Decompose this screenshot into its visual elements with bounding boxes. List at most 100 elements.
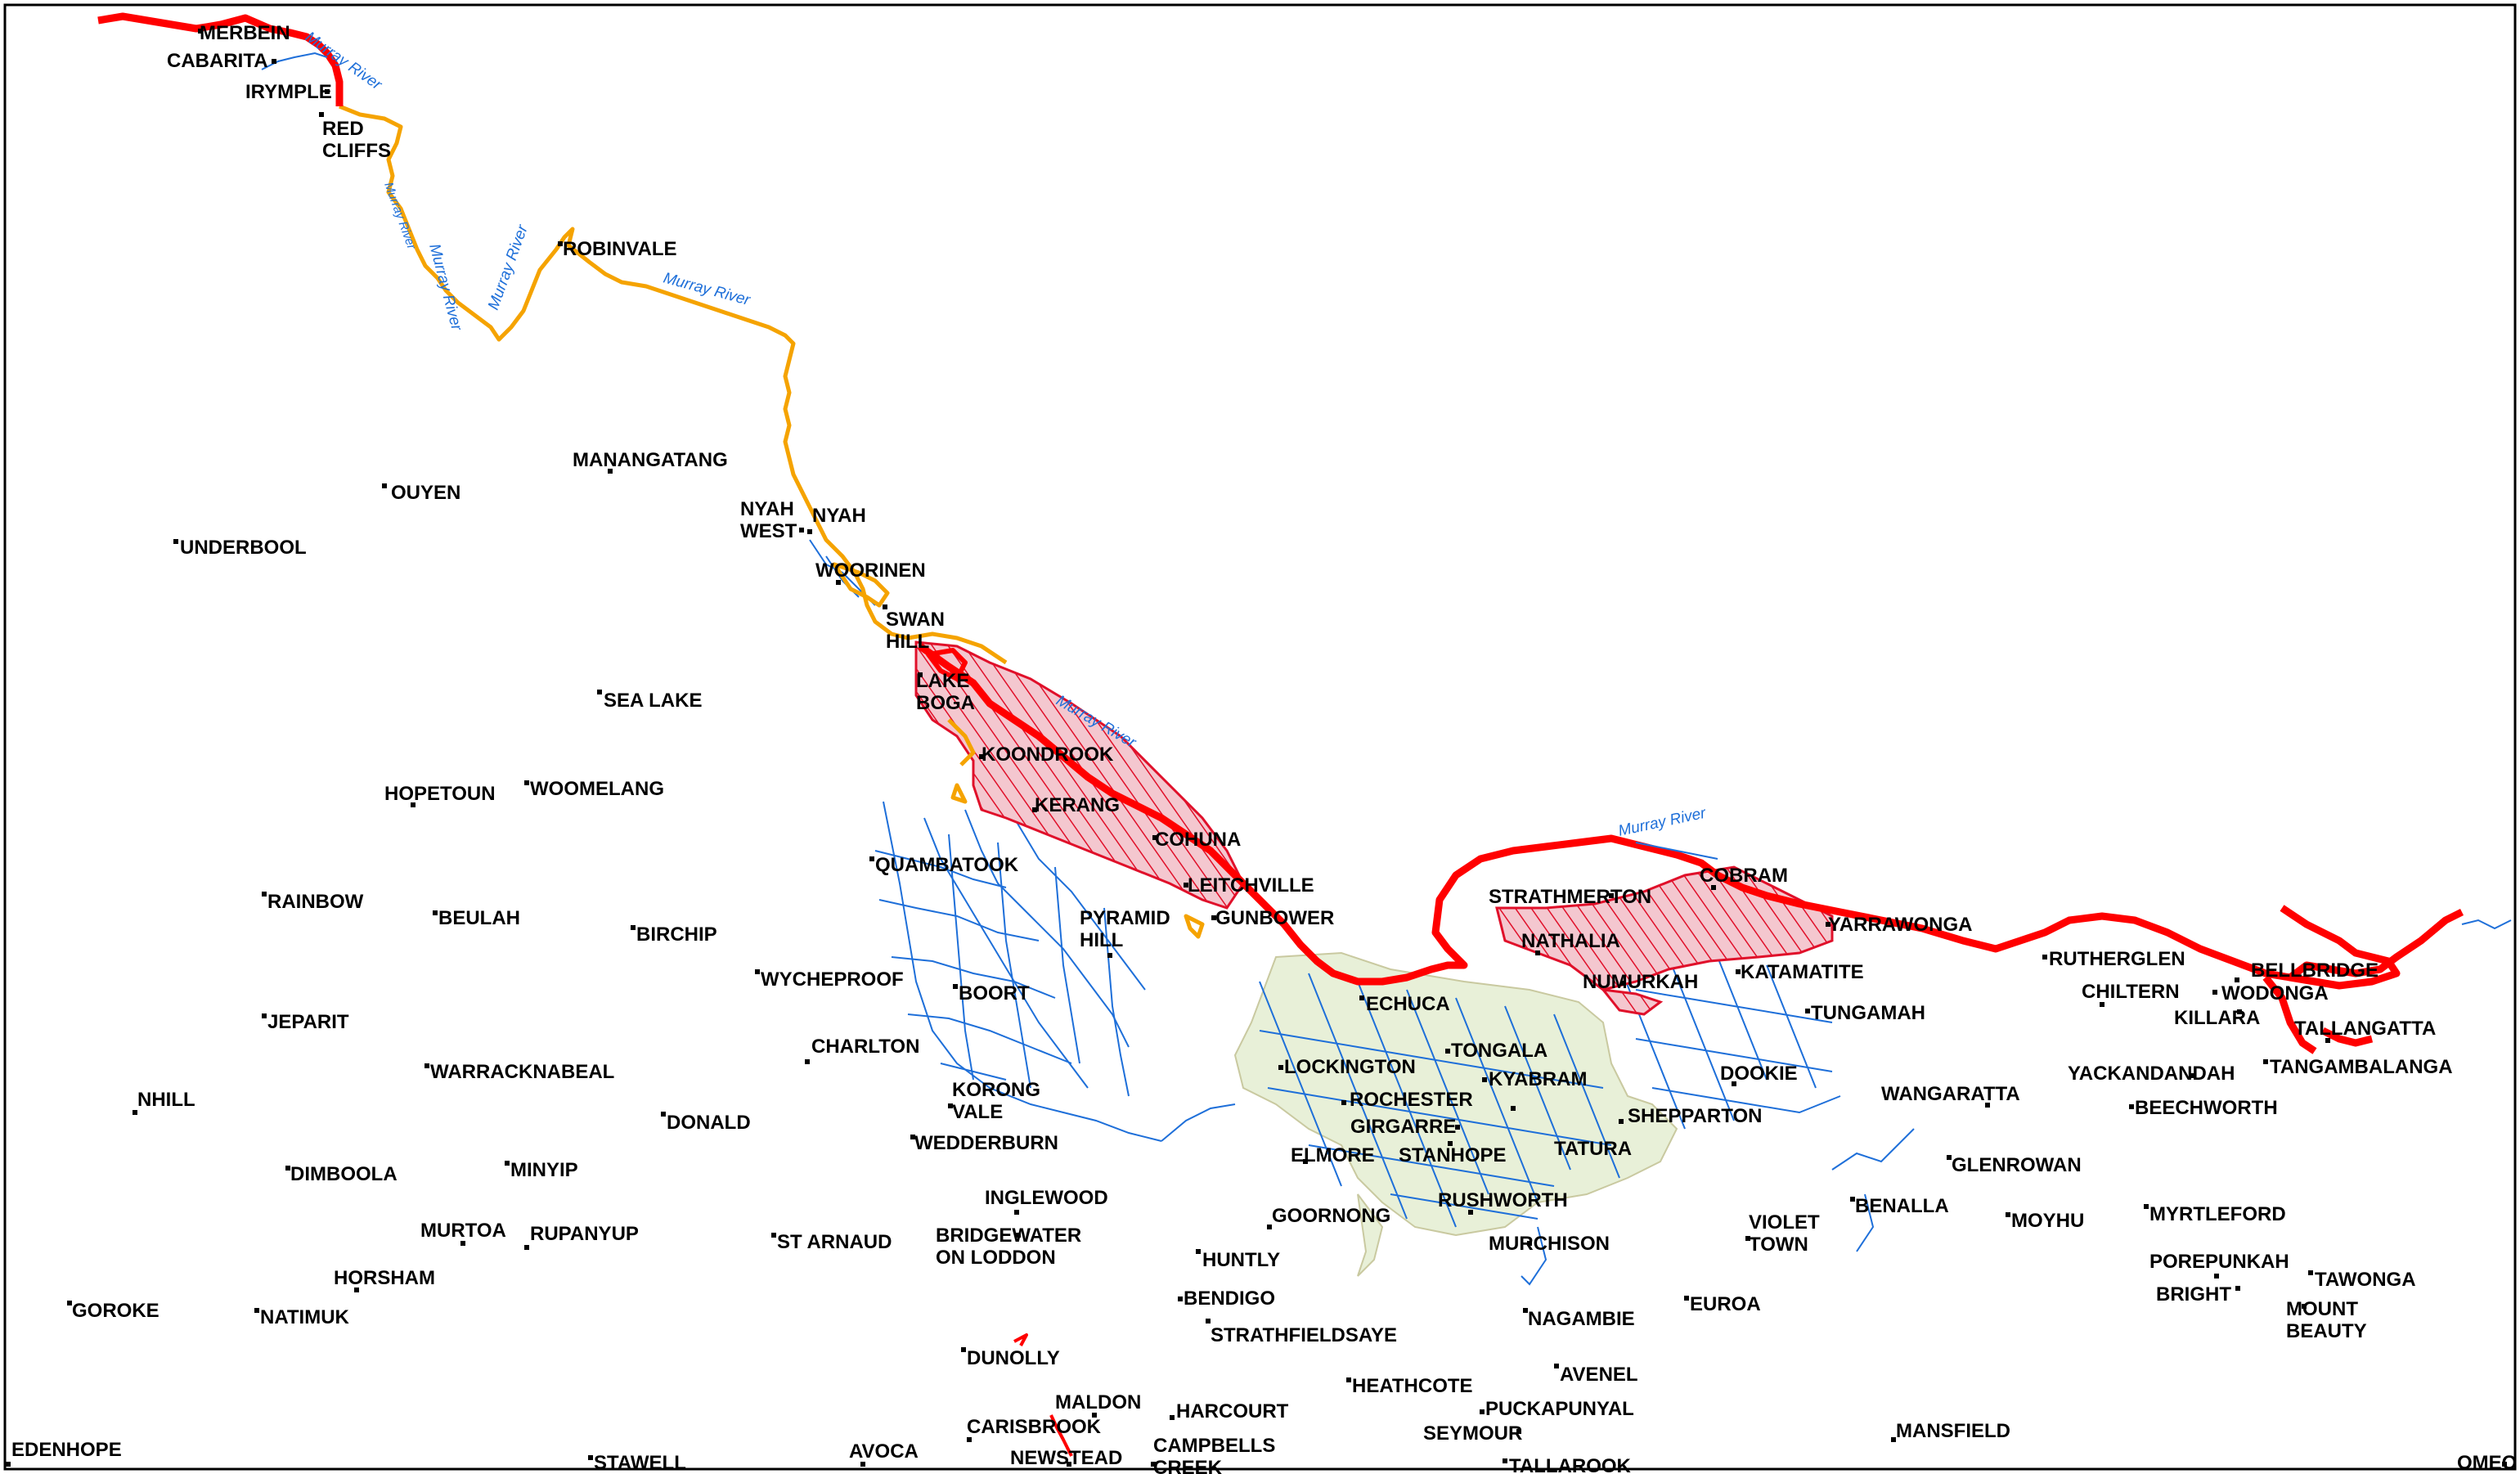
town-marker[interactable]: LEITCHVILLE — [1184, 874, 1314, 897]
town-marker[interactable]: BEULAH — [433, 907, 520, 929]
town-marker[interactable]: MURCHISON — [1489, 1233, 1610, 1255]
town-marker[interactable]: STAWELL — [588, 1452, 686, 1474]
town-marker[interactable]: GOORNONG — [1267, 1205, 1390, 1229]
town-marker[interactable]: MURTOA — [420, 1220, 506, 1246]
town-marker[interactable]: OUYEN — [382, 482, 460, 504]
town-marker[interactable]: COHUNA — [1152, 829, 1241, 851]
town-marker[interactable]: TUNGAMAH — [1805, 1002, 1925, 1024]
town-marker[interactable]: OMEO — [2457, 1452, 2517, 1474]
town-marker[interactable]: NATIMUK — [254, 1306, 350, 1328]
town-marker[interactable]: DIMBOOLA — [285, 1163, 398, 1185]
town-marker[interactable]: TALLANGATTA — [2294, 1018, 2436, 1043]
town-marker[interactable]: KILLARA — [2174, 1007, 2260, 1029]
town-marker[interactable]: TALLAROOK — [1503, 1455, 1632, 1474]
town-marker[interactable]: TONGALA — [1445, 1040, 1547, 1062]
town-marker[interactable]: TAWONGA — [2308, 1269, 2416, 1291]
town-marker[interactable]: NATHALIA — [1521, 930, 1620, 955]
town-marker[interactable]: STRATHMERTON — [1489, 886, 1651, 908]
town-marker[interactable]: RUTHERGLEN — [2042, 948, 2185, 970]
town-marker[interactable]: WARRACKNABEAL — [424, 1061, 614, 1083]
town-marker[interactable]: BEECHWORTH — [2129, 1097, 2278, 1119]
town-marker[interactable]: GIRGARRE — [1350, 1116, 1460, 1138]
town-marker[interactable]: CHARLTON — [805, 1036, 919, 1064]
town-marker[interactable]: TANGAMBALANGA — [2263, 1056, 2453, 1078]
town-marker[interactable]: WEDDERBURN — [910, 1132, 1058, 1154]
town-marker[interactable]: ELMORE — [1291, 1144, 1375, 1166]
town-marker[interactable]: KERANG — [1032, 794, 1120, 816]
town-marker[interactable]: DOOKIE — [1720, 1063, 1798, 1086]
town-marker[interactable]: CABARITA — [167, 50, 276, 72]
town-marker[interactable]: WANGARATTA — [1881, 1083, 2020, 1108]
town-marker[interactable]: GLENROWAN — [1947, 1154, 2082, 1176]
town-marker[interactable]: NHILL — [133, 1089, 195, 1115]
town-marker[interactable]: HARCOURT — [1170, 1400, 1289, 1422]
town-marker[interactable]: NAGAMBIE — [1523, 1308, 1635, 1330]
town-marker[interactable]: BIRCHIP — [631, 923, 717, 946]
town-marker[interactable]: RUSHWORTH — [1438, 1189, 1568, 1215]
town-marker[interactable]: NYAH — [807, 505, 866, 534]
town-marker[interactable]: ROCHESTER — [1341, 1089, 1473, 1111]
town-marker[interactable]: WOOMELANG — [524, 778, 664, 800]
town-marker[interactable]: NUMURKAH — [1583, 971, 1698, 993]
town-marker[interactable]: LOCKINGTON — [1278, 1056, 1416, 1078]
town-marker[interactable]: HORSHAM — [334, 1267, 435, 1292]
town-marker[interactable]: ECHUCA — [1359, 993, 1450, 1015]
town-marker[interactable]: MALDON — [1055, 1391, 1141, 1418]
town-marker[interactable]: JEPARIT — [262, 1011, 349, 1033]
town-marker[interactable]: SEA LAKE — [597, 690, 702, 712]
town-marker[interactable]: KYABRAM — [1482, 1068, 1587, 1090]
town-marker[interactable]: CHILTERN — [2082, 981, 2180, 1007]
town-marker[interactable]: HUNTLY — [1196, 1249, 1280, 1271]
town-marker[interactable]: AVENEL — [1554, 1364, 1638, 1386]
town-marker[interactable]: WYCHEPROOF — [755, 968, 904, 991]
town-marker[interactable]: BOORT — [953, 982, 1030, 1004]
town-marker[interactable]: WOORINEN — [815, 559, 926, 585]
town-marker[interactable]: MOYHU — [2006, 1210, 2084, 1232]
town-marker[interactable]: NEWSTEAD — [1010, 1447, 1122, 1469]
town-marker[interactable]: GUNBOWER — [1211, 907, 1334, 929]
town-marker[interactable]: SHEPPARTON — [1619, 1105, 1762, 1127]
town-marker[interactable]: RUPANYUP — [524, 1223, 639, 1250]
town-marker[interactable]: MERBEIN — [198, 22, 290, 44]
town-marker[interactable]: RAINBOW — [262, 891, 364, 913]
town-marker[interactable]: GOROKE — [67, 1300, 159, 1322]
town-marker[interactable]: EDENHOPE — [6, 1439, 122, 1467]
town-marker[interactable]: PUCKAPUNYAL — [1480, 1398, 1634, 1420]
town-marker[interactable]: BRIGHT — [2156, 1283, 2240, 1305]
town-marker[interactable]: KATAMATITE — [1736, 961, 1864, 983]
town-marker[interactable]: BENALLA — [1850, 1195, 1949, 1217]
town-marker[interactable]: MANANGATANG — [573, 449, 728, 474]
town-marker[interactable]: MANSFIELD — [1891, 1420, 2010, 1442]
town-marker[interactable]: WODONGA — [2212, 982, 2329, 1004]
town-marker[interactable]: STRATHFIELDSAYE — [1206, 1319, 1397, 1346]
town-marker[interactable]: IRYMPLE — [245, 81, 332, 103]
town-marker[interactable]: SEYMOUR — [1423, 1422, 1522, 1445]
town-marker[interactable]: ST ARNAUD — [771, 1231, 892, 1253]
town-marker[interactable]: INGLEWOOD — [985, 1187, 1108, 1215]
town-marker[interactable]: UNDERBOOL — [173, 537, 307, 559]
town-marker[interactable]: HOPETOUN — [384, 783, 496, 807]
town-marker[interactable]: STANHOPE — [1399, 1141, 1507, 1166]
town-marker[interactable]: EUROA — [1684, 1293, 1761, 1315]
town-marker[interactable]: DUNOLLY — [961, 1347, 1060, 1369]
town-marker[interactable]: KOONDROOK — [979, 744, 1114, 766]
town-marker[interactable]: POREPUNKAH — [2149, 1251, 2289, 1279]
town-marker[interactable]: DONALD — [661, 1112, 751, 1134]
town-marker[interactable]: YACKANDANDAH — [2068, 1063, 2235, 1085]
town-marker[interactable]: QUAMBATOOK — [869, 854, 1019, 876]
town-marker[interactable]: AVOCA — [849, 1440, 919, 1467]
town-marker[interactable]: CARISBROOK — [967, 1416, 1102, 1442]
town-marker[interactable]: MYRTLEFORD — [2144, 1203, 2286, 1225]
town-marker[interactable]: ROBINVALE — [558, 238, 677, 260]
town-marker[interactable]: BENDIGO — [1178, 1288, 1275, 1310]
